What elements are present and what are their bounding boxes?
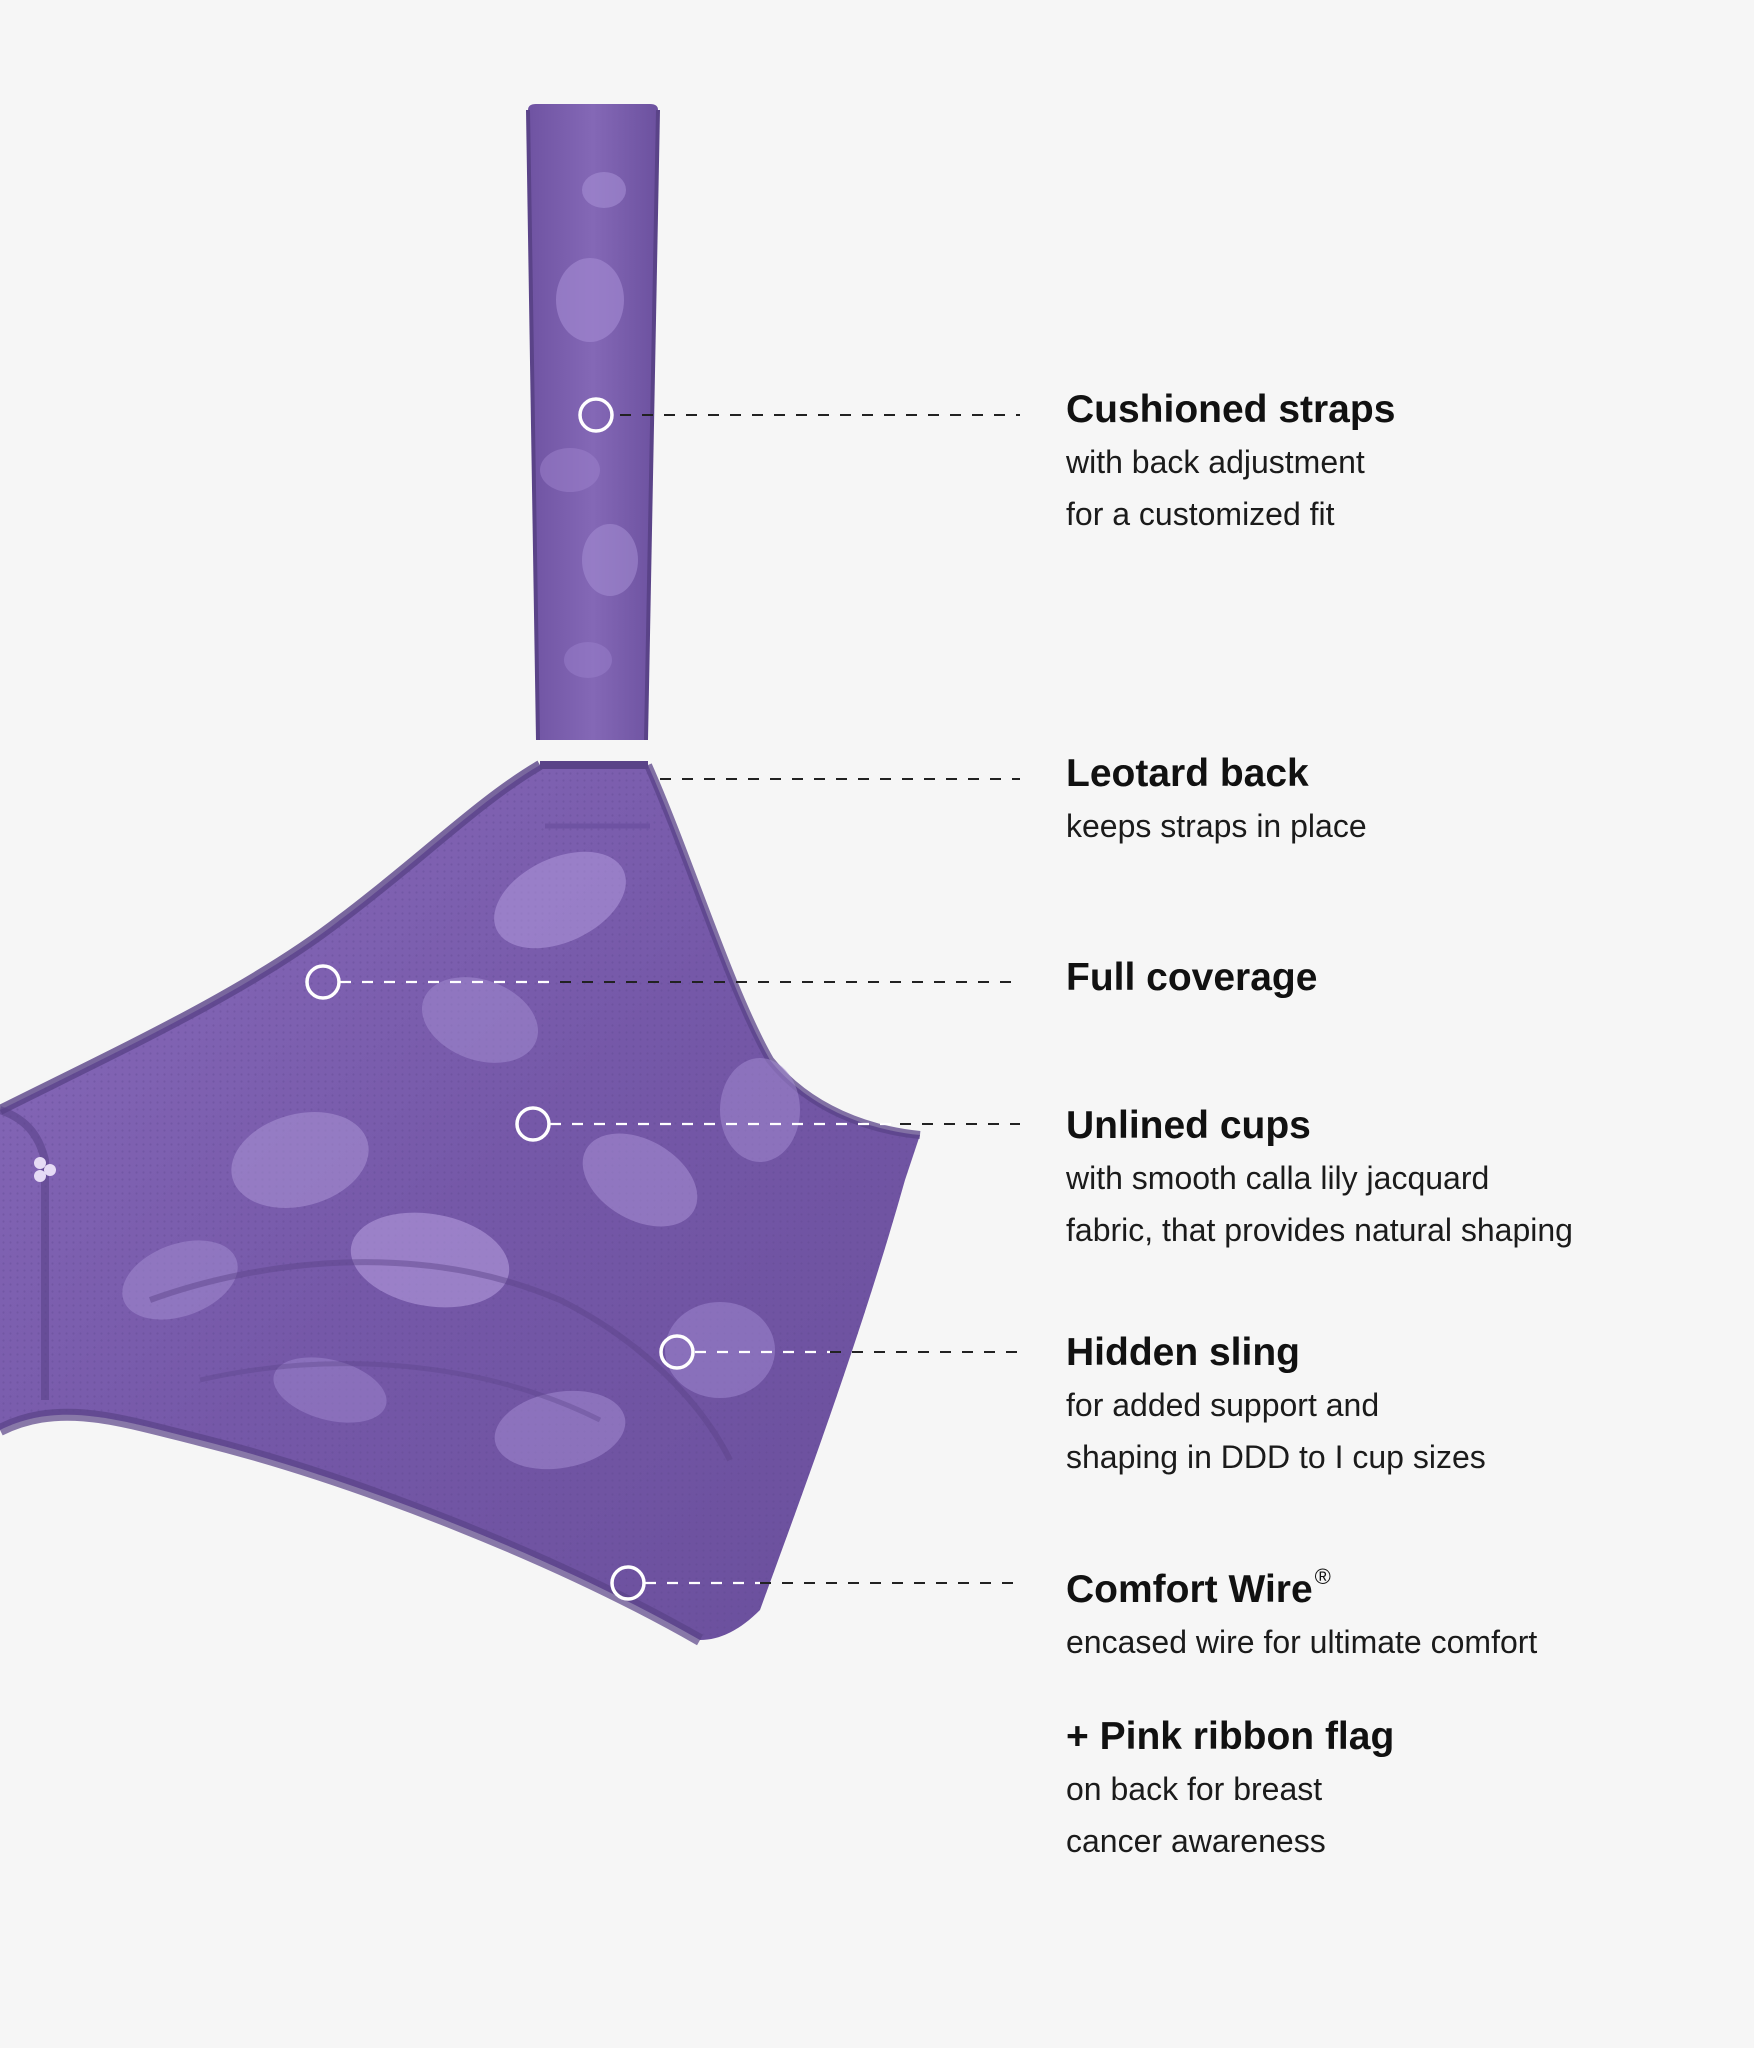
hotspot-coverage-icon bbox=[305, 964, 341, 1000]
hotspot-straps-icon bbox=[578, 397, 614, 433]
leader-lines bbox=[340, 414, 1020, 1585]
feature-ribbon: + Pink ribbon flag on back for breast ca… bbox=[1066, 1711, 1726, 1867]
feature-description-line: fabric, that provides natural shaping bbox=[1066, 1212, 1573, 1248]
feature-description-line: with smooth calla lily jacquard bbox=[1066, 1160, 1490, 1196]
feature-title: Comfort Wire® bbox=[1066, 1555, 1726, 1616]
feature-title: Unlined cups bbox=[1066, 1104, 1311, 1147]
feature-straps: Cushioned straps with back adjustment fo… bbox=[1066, 384, 1726, 540]
hotspot-wire-icon bbox=[610, 1565, 646, 1601]
feature-sling: Hidden sling for added support and shapi… bbox=[1066, 1327, 1726, 1483]
feature-cups: Unlined cups with smooth calla lily jacq… bbox=[1066, 1100, 1726, 1256]
feature-title: Cushioned straps bbox=[1066, 388, 1396, 431]
cup-shape bbox=[0, 760, 921, 1646]
hotspot-sling-icon bbox=[659, 1334, 695, 1370]
registered-mark: ® bbox=[1314, 1564, 1331, 1589]
strap-shape bbox=[526, 104, 660, 741]
feature-title: + Pink ribbon flag bbox=[1066, 1715, 1395, 1758]
hotspot-cups-icon bbox=[515, 1106, 551, 1142]
feature-title: Full coverage bbox=[1066, 956, 1318, 999]
feature-wire: Comfort Wire® encased wire for ultimate … bbox=[1066, 1555, 1726, 1668]
feature-title: Hidden sling bbox=[1066, 1331, 1300, 1374]
feature-description-line: on back for breast bbox=[1066, 1771, 1323, 1807]
feature-back: Leotard back keeps straps in place bbox=[1066, 748, 1726, 852]
feature-coverage: Full coverage bbox=[1066, 952, 1726, 1004]
feature-description-line: for added support and bbox=[1066, 1387, 1380, 1423]
feature-description-line: keeps straps in place bbox=[1066, 808, 1367, 844]
feature-description-line: encased wire for ultimate comfort bbox=[1066, 1624, 1538, 1660]
hotspots bbox=[305, 397, 695, 1601]
feature-title-text: Comfort Wire bbox=[1066, 1568, 1313, 1611]
feature-description-line: cancer awareness bbox=[1066, 1823, 1326, 1859]
feature-description-line: with back adjustment bbox=[1066, 444, 1365, 480]
feature-title: Leotard back bbox=[1066, 752, 1309, 795]
feature-description-line: for a customized fit bbox=[1066, 496, 1335, 532]
feature-description-line: shaping in DDD to I cup sizes bbox=[1066, 1439, 1486, 1475]
